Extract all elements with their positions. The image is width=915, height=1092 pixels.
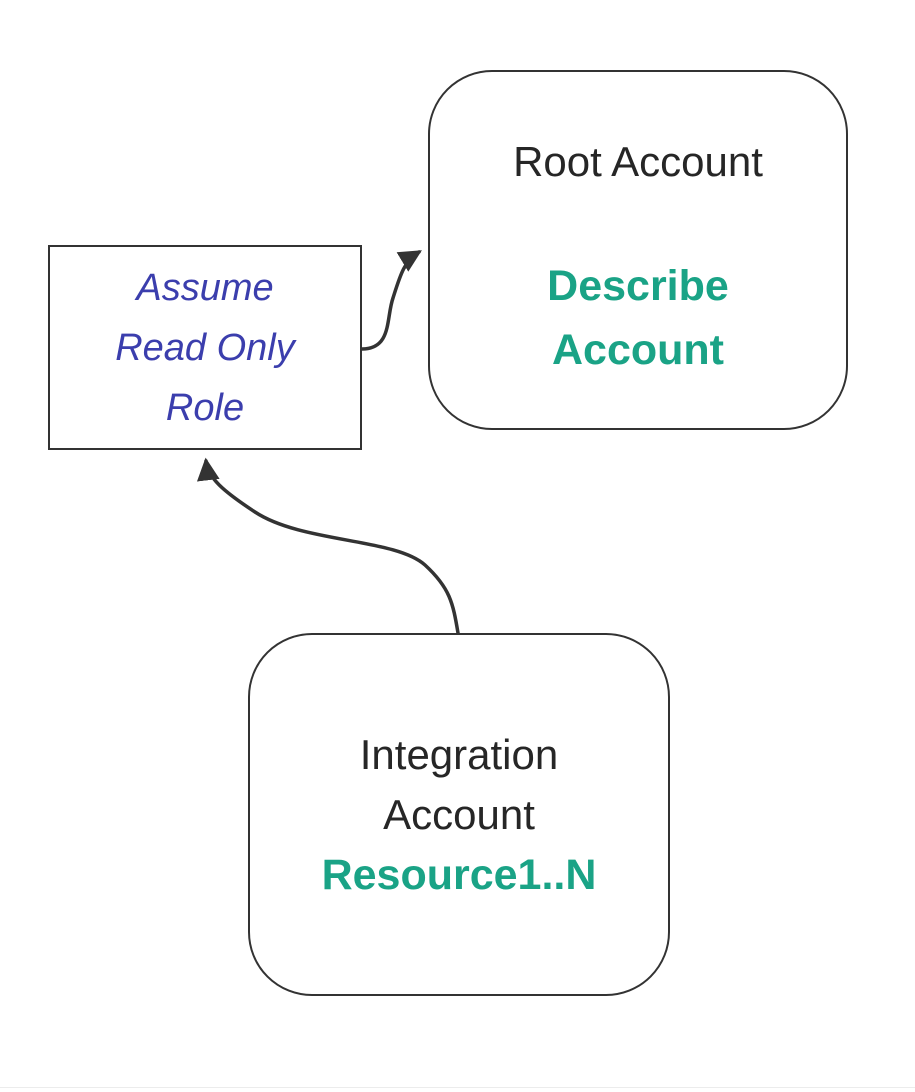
root-account-action-line1: Describe: [547, 262, 729, 310]
edge-assume-to-root-arrow: [360, 250, 422, 351]
integration-account-title-line2: Account: [383, 790, 535, 838]
root-account-title: Root Account: [513, 138, 763, 185]
node-integration-account: Integration Account Resource1..N: [248, 633, 670, 996]
edge-integration-to-assume-arrow: [196, 457, 460, 635]
assume-label-line1: Assume: [136, 266, 274, 309]
node-root-account: Root Account Describe Account: [428, 70, 848, 430]
root-account-action-label: Describe Account: [430, 254, 846, 382]
assume-label-line2: Read Only: [115, 326, 295, 369]
bottom-divider-line: [0, 1087, 915, 1088]
integration-account-resource-label: Resource1..N: [321, 850, 597, 899]
integration-account-title-line1: Integration: [359, 730, 559, 778]
root-account-action-line2: Account: [552, 326, 724, 374]
node-assume-read-only-role: Assume Read Only Role: [48, 245, 362, 450]
assume-label-line3: Role: [165, 386, 245, 429]
